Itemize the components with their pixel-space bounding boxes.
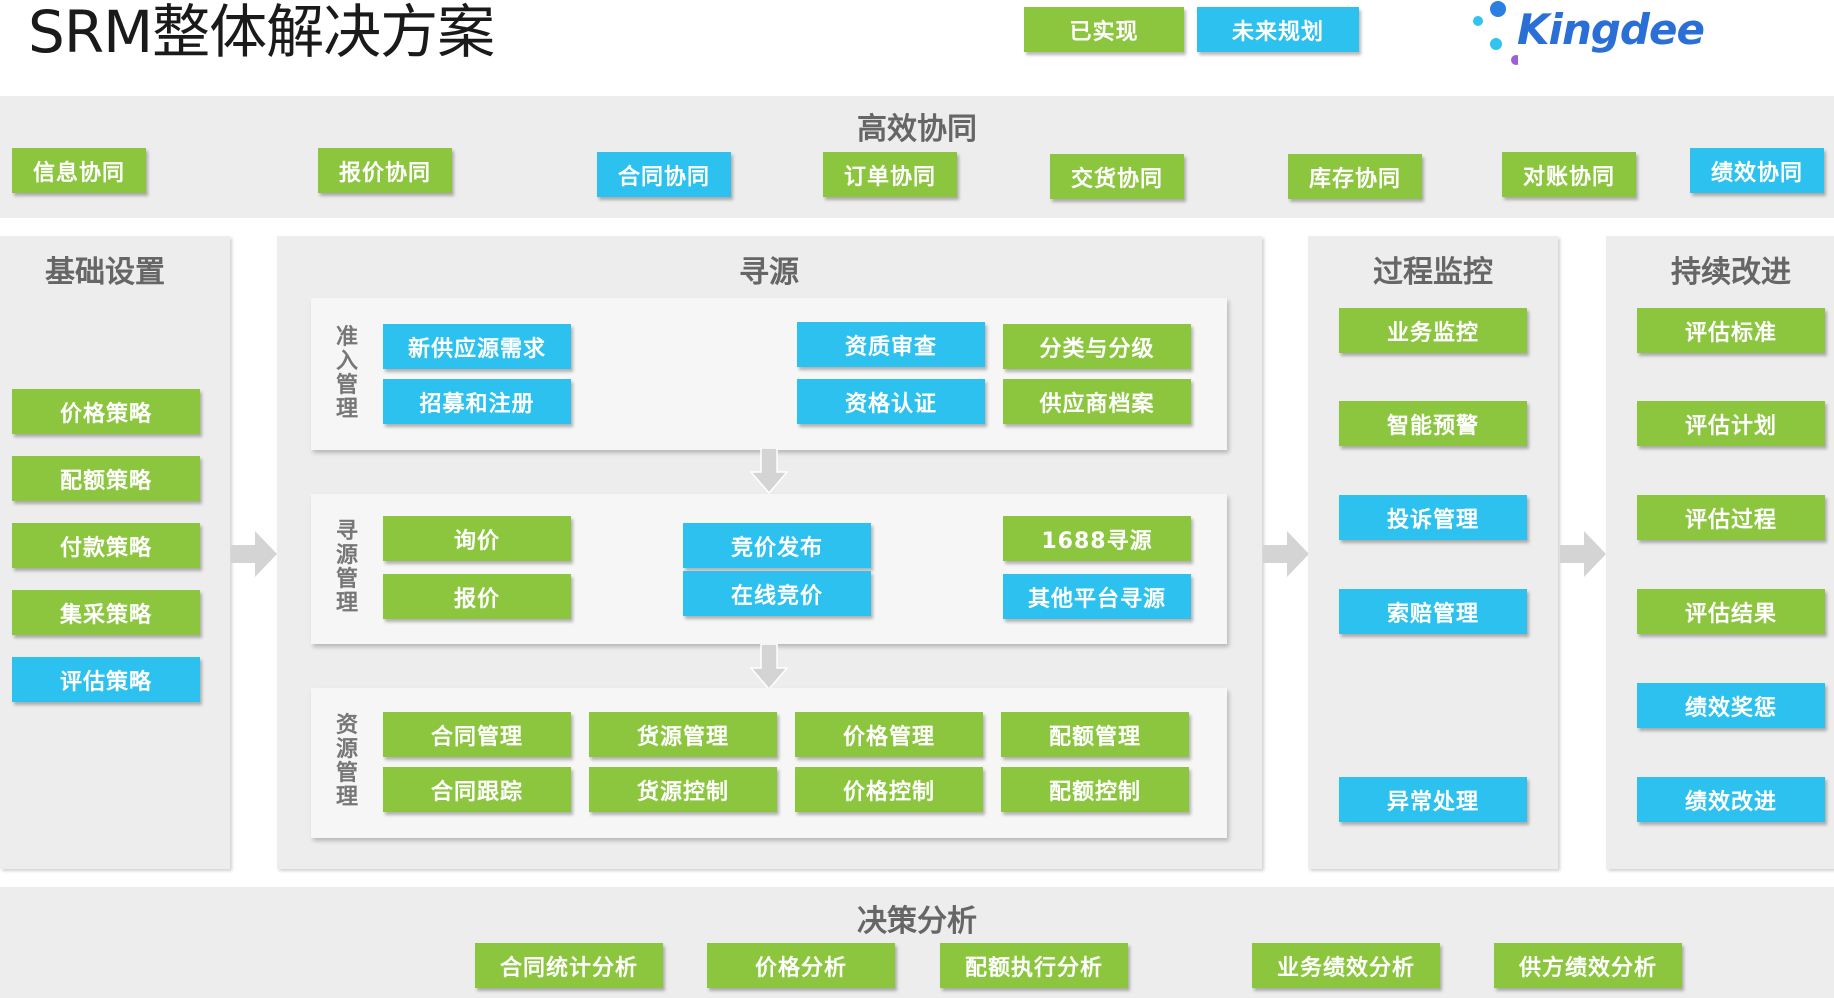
resource-box (311, 688, 1227, 838)
decision-supplier-performance[interactable]: 供方绩效分析 (1494, 943, 1682, 988)
logo-dots-icon (1473, 1, 1518, 65)
sourcing-online-bid[interactable]: 在线竞价 (683, 571, 871, 616)
basic-item-payment-strategy[interactable]: 付款策略 (12, 523, 200, 568)
improve-eval-plan[interactable]: 评估计划 (1637, 401, 1825, 446)
basic-item-quota-strategy[interactable]: 配额策略 (12, 456, 200, 501)
legend-implemented: 已实现 (1024, 7, 1184, 52)
resource-contract-mgmt[interactable]: 合同管理 (383, 712, 571, 757)
decision-quota-exec-analysis[interactable]: 配额执行分析 (940, 943, 1128, 988)
admission-classify-grade[interactable]: 分类与分级 (1003, 324, 1191, 369)
collab-item-delivery[interactable]: 交货协同 (1050, 154, 1184, 199)
collab-item-reconcile[interactable]: 对账协同 (1502, 152, 1636, 197)
basic-item-price-strategy[interactable]: 价格策略 (12, 389, 200, 434)
sourcing-inquiry[interactable]: 询价 (383, 516, 571, 561)
admission-recruit-register[interactable]: 招募和注册 (383, 379, 571, 424)
decision-business-performance[interactable]: 业务绩效分析 (1252, 943, 1440, 988)
basic-heading: 基础设置 (45, 255, 165, 290)
decision-contract-stats[interactable]: 合同统计分析 (475, 943, 663, 988)
sourcing-heading: 寻源 (739, 255, 799, 290)
arrow-down-icon (750, 448, 788, 494)
collab-item-order[interactable]: 订单协同 (823, 152, 957, 197)
page-title: SRM整体解决方案 (28, 0, 495, 66)
improve-eval-process[interactable]: 评估过程 (1637, 495, 1825, 540)
resource-quota-control[interactable]: 配额控制 (1001, 767, 1189, 812)
arrow-right-icon (1263, 531, 1309, 577)
arrow-right-icon (231, 531, 277, 577)
admission-box (311, 298, 1227, 450)
admission-supplier-archive[interactable]: 供应商档案 (1003, 379, 1191, 424)
resource-price-mgmt[interactable]: 价格管理 (795, 712, 983, 757)
monitor-exception[interactable]: 异常处理 (1339, 777, 1527, 822)
basic-item-central-purchase-strategy[interactable]: 集采策略 (12, 590, 200, 635)
admission-qualification-review[interactable]: 资质审查 (797, 322, 985, 367)
sourcing-other-platform[interactable]: 其他平台寻源 (1003, 574, 1191, 619)
monitor-complaint[interactable]: 投诉管理 (1339, 495, 1527, 540)
arrow-right-icon (1560, 531, 1606, 577)
improve-heading: 持续改进 (1671, 255, 1791, 290)
improve-eval-result[interactable]: 评估结果 (1637, 589, 1825, 634)
resource-label: 资源管理 (335, 713, 358, 810)
improve-performance-improve[interactable]: 绩效改进 (1637, 777, 1825, 822)
collab-item-inventory[interactable]: 库存协同 (1288, 154, 1422, 199)
improve-eval-standard[interactable]: 评估标准 (1637, 308, 1825, 353)
resource-quota-mgmt[interactable]: 配额管理 (1001, 712, 1189, 757)
monitor-smart-alert[interactable]: 智能预警 (1339, 401, 1527, 446)
resource-contract-track[interactable]: 合同跟踪 (383, 767, 571, 812)
resource-source-mgmt[interactable]: 货源管理 (589, 712, 777, 757)
collab-item-info[interactable]: 信息协同 (12, 148, 146, 193)
monitor-heading: 过程监控 (1373, 255, 1493, 290)
monitor-claim[interactable]: 索赔管理 (1339, 589, 1527, 634)
collab-item-performance[interactable]: 绩效协同 (1690, 148, 1824, 193)
admission-label: 准入管理 (335, 325, 358, 422)
basic-item-evaluation-strategy[interactable]: 评估策略 (12, 657, 200, 702)
admission-qualification-cert[interactable]: 资格认证 (797, 379, 985, 424)
admission-new-supply-demand[interactable]: 新供应源需求 (383, 324, 571, 369)
collab-item-contract[interactable]: 合同协同 (597, 152, 731, 197)
collab-item-quote[interactable]: 报价协同 (318, 148, 452, 193)
resource-price-control[interactable]: 价格控制 (795, 767, 983, 812)
improve-reward-penalty[interactable]: 绩效奖惩 (1637, 683, 1825, 728)
decision-heading: 决策分析 (857, 904, 977, 939)
legend-planned: 未来规划 (1197, 7, 1359, 52)
resource-source-control[interactable]: 货源控制 (589, 767, 777, 812)
arrow-down-icon (750, 644, 788, 690)
sourcing-quotation[interactable]: 报价 (383, 574, 571, 619)
sourcing-1688[interactable]: 1688寻源 (1003, 516, 1191, 561)
sourcing-mgmt-label: 寻源管理 (335, 519, 358, 616)
monitor-business[interactable]: 业务监控 (1339, 308, 1527, 353)
logo-text: Kingdee (1517, 5, 1705, 54)
collab-heading: 高效协同 (857, 112, 977, 147)
decision-price-analysis[interactable]: 价格分析 (707, 943, 895, 988)
sourcing-bid-publish[interactable]: 竞价发布 (683, 523, 871, 568)
